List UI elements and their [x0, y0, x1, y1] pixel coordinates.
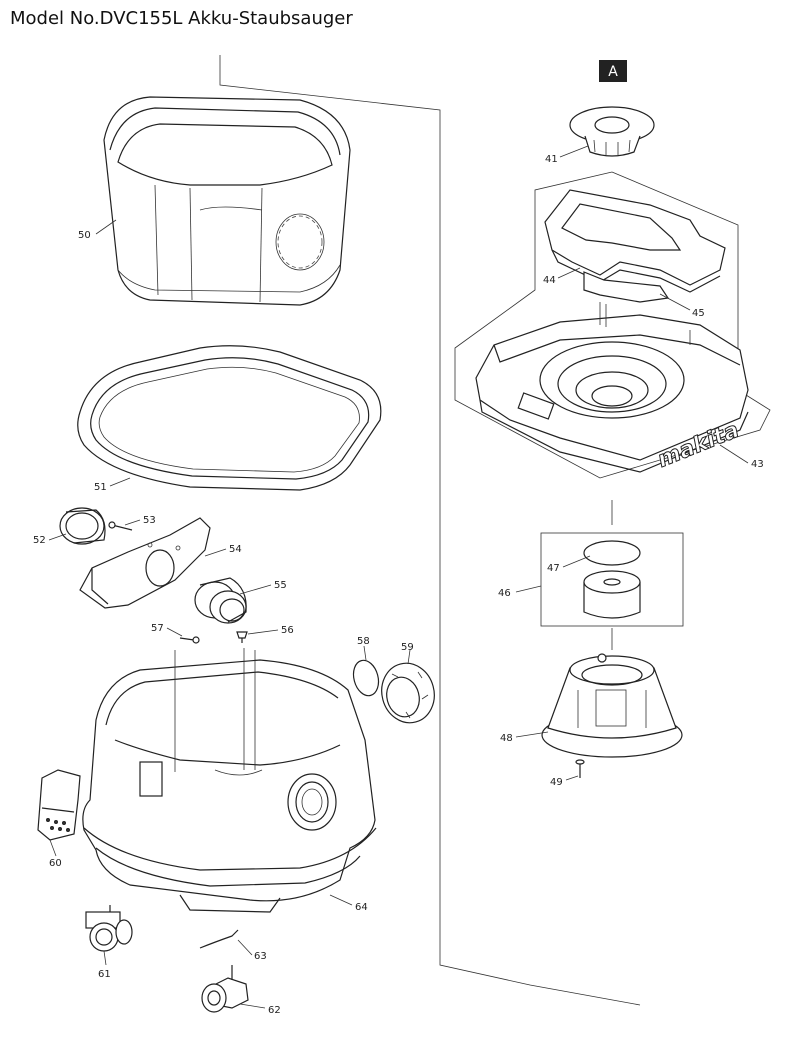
label-60: 60	[49, 858, 62, 869]
part-43-top-housing[interactable]: makita	[475, 302, 749, 473]
label-58: 58	[357, 636, 370, 647]
part-60-latch-clip[interactable]	[37, 769, 81, 841]
label-46: 46	[498, 588, 511, 599]
part-62-caster[interactable]	[201, 965, 249, 1013]
part-45-retainer[interactable]	[583, 271, 670, 303]
label-45: 45	[692, 308, 705, 319]
part-48-filter-base[interactable]	[541, 653, 683, 758]
label-57: 57	[151, 623, 164, 634]
label-61: 61	[98, 969, 111, 980]
section-tag-a: A	[599, 60, 627, 82]
part-53-screw[interactable]	[108, 521, 133, 531]
label-59: 59	[401, 642, 414, 653]
part-47-filter-disc[interactable]	[583, 540, 641, 566]
assembly-boundary-line	[219, 55, 641, 1006]
label-54: 54	[229, 544, 242, 555]
label-52: 52	[33, 535, 46, 546]
leader-lines	[48, 145, 749, 1009]
label-48: 48	[500, 733, 513, 744]
part-59-ring-nut[interactable]	[375, 657, 441, 728]
label-63: 63	[254, 951, 267, 962]
part-46-filter-cylinder[interactable]	[583, 570, 641, 619]
label-53: 53	[143, 515, 156, 526]
part-49-screw[interactable]	[575, 759, 585, 778]
part-64-lower-tank[interactable]	[82, 648, 377, 913]
label-47: 47	[547, 563, 560, 574]
upper-assembly-boundary	[454, 171, 771, 479]
label-56: 56	[281, 625, 294, 636]
part-52-inlet-cap[interactable]	[59, 507, 106, 545]
label-62: 62	[268, 1005, 281, 1016]
part-41-top-cap[interactable]	[569, 106, 655, 157]
label-43: 43	[751, 459, 764, 470]
part-44-filter-frame[interactable]	[544, 189, 726, 293]
part-46-filter-kit-box[interactable]	[540, 532, 684, 627]
part-50-upper-tank[interactable]	[103, 96, 351, 306]
label-44: 44	[543, 275, 556, 286]
section-tag-text: A	[608, 64, 618, 80]
part-55-inlet-nozzle[interactable]	[194, 577, 247, 624]
label-64: 64	[355, 902, 368, 913]
label-51: 51	[94, 482, 107, 493]
part-51-tank-gasket[interactable]	[77, 345, 382, 491]
part-61-swivel-caster[interactable]	[85, 905, 133, 952]
label-55: 55	[274, 580, 287, 591]
label-49: 49	[550, 777, 563, 788]
part-57-screw[interactable]	[179, 636, 200, 644]
part-number-labels: 41 44 45 43 47 46 48 49 50 51 52 53 54 5…	[33, 154, 764, 1016]
part-56-small-screw[interactable]	[236, 631, 248, 643]
part-63-spring-wire[interactable]	[199, 929, 239, 949]
part-54-bracket-plate[interactable]	[79, 517, 211, 609]
part-58-o-ring[interactable]	[350, 658, 382, 699]
diagram-title: Model No.DVC155L Akku-Staubsauger	[10, 8, 353, 29]
label-50: 50	[78, 230, 91, 241]
label-41: 41	[545, 154, 558, 165]
